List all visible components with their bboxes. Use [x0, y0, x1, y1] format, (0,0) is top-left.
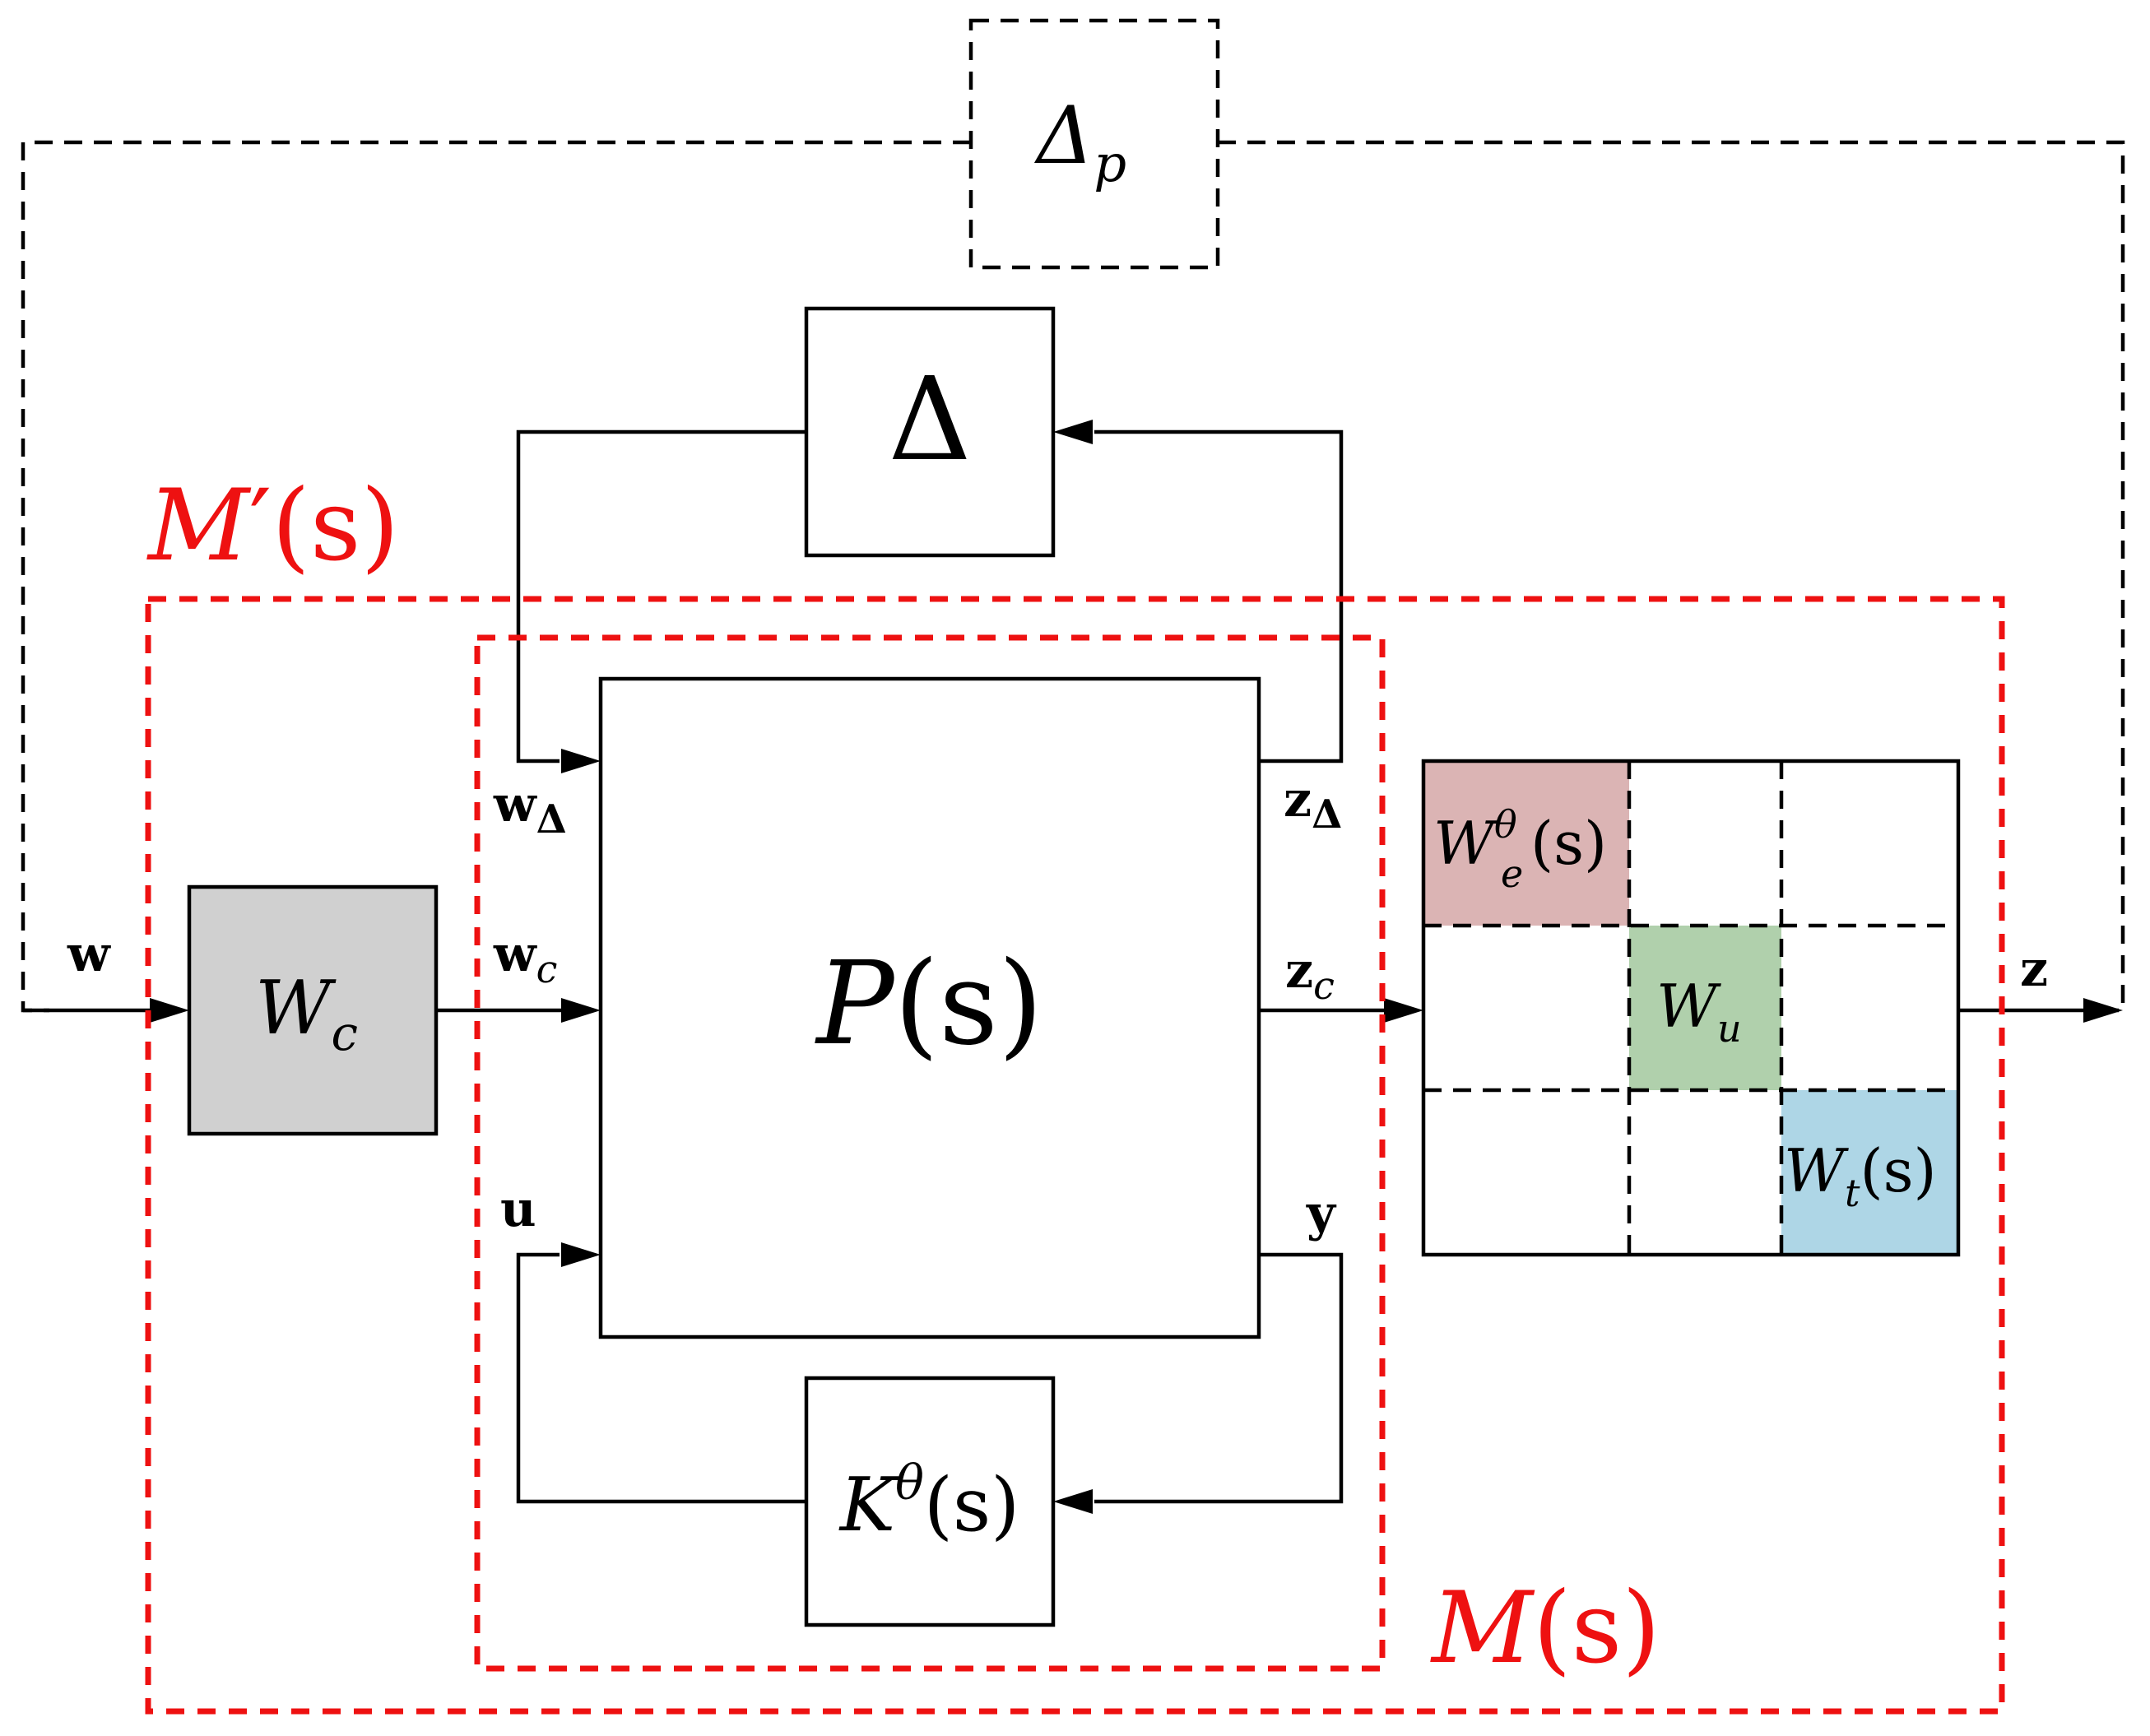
signal-w-delta-label: wΔ [493, 776, 567, 842]
matrix-grid-lines [1423, 761, 1958, 1255]
arrow-into-delta [1053, 420, 1093, 444]
delta-p-label: Δp [1033, 90, 1126, 193]
plant-label: P(s) [814, 937, 1042, 1071]
signal-zc-label: zc [1285, 942, 1335, 1008]
matrix-border [1421, 759, 1961, 1257]
signal-z-label: z [2020, 940, 2048, 998]
delta-output-wire [516, 429, 806, 764]
arrow-z-output [2083, 998, 2123, 1023]
main-signal-path [23, 998, 2123, 1023]
m-label: M(s) [1430, 1571, 1660, 1686]
input-weight-label: Wc [255, 965, 358, 1061]
model-uncertainty-loop [516, 306, 1344, 773]
m-prime-region [145, 596, 2005, 1715]
signal-y-label: y [1306, 1185, 1337, 1242]
controller-label: Kθ(s) [838, 1455, 1020, 1548]
y-feedback-wire [1094, 1252, 1344, 1504]
delta-label: Δ [888, 353, 971, 487]
output-weight-matrix [1421, 759, 1961, 1257]
arrow-into-weights [1384, 998, 1423, 1023]
signal-z-delta-label: zΔ [1284, 771, 1342, 838]
signal-u-label: u [500, 1181, 536, 1238]
controller-loop [516, 1242, 1344, 1627]
arrow-into-controller [1053, 1489, 1093, 1514]
wu-cell [1629, 926, 1781, 1090]
wu-label: Wu [1656, 972, 1742, 1051]
arrow-into-wc [150, 998, 189, 1023]
input-weight-block [187, 884, 439, 1136]
arrow-u-into-plant [561, 1242, 601, 1267]
we-cell [1423, 761, 1629, 926]
delta-p-right-wire [1218, 140, 2125, 1013]
plant-block [598, 676, 1261, 1339]
u-wire [516, 1252, 806, 1504]
wt-label: Wt(s) [1784, 1136, 1937, 1215]
signal-w-label: w [67, 926, 111, 983]
arrow-wc-into-plant [561, 998, 601, 1023]
arrow-w-delta [561, 749, 601, 773]
m-region [474, 634, 1386, 1672]
wt-cell [1781, 1090, 1958, 1255]
m-prime-label: M′(s) [146, 469, 399, 583]
delta-p-left-wire [21, 140, 971, 1013]
signal-wc-label: wc [493, 926, 557, 991]
